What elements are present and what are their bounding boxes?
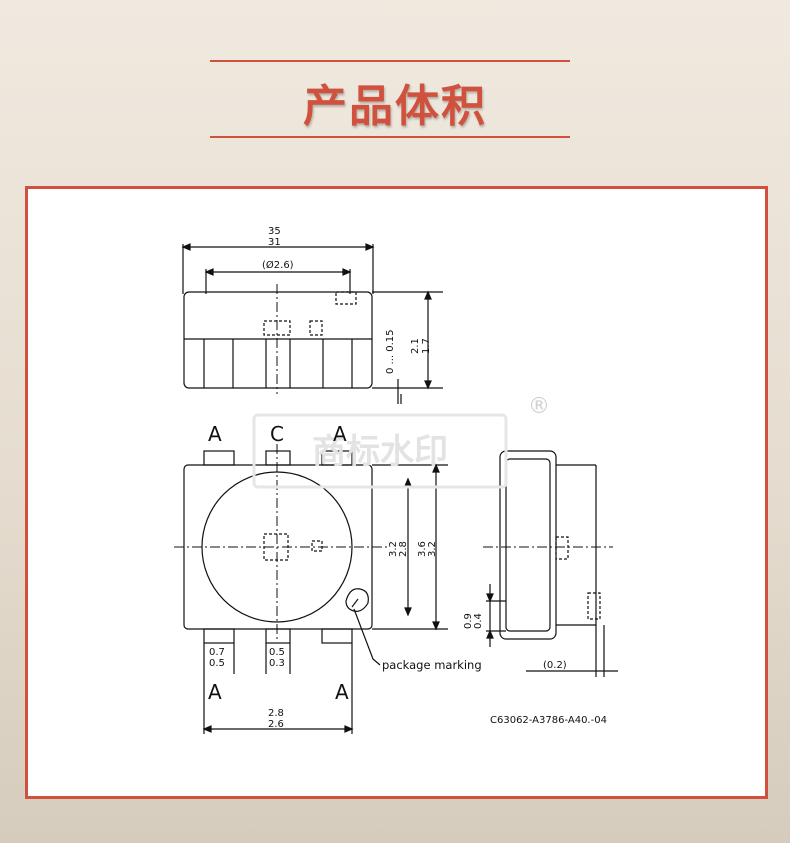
pin-label-bottom-left: A [208, 680, 222, 704]
dim-lens-diameter: (Ø2.6) [262, 259, 294, 271]
dim-inner-height-min: 2.8 [398, 541, 409, 557]
registered-mark: ® [528, 394, 550, 419]
dim-outer-height-max: 3.6 [417, 541, 428, 557]
dim-pitch-max: 2.8 [268, 708, 284, 719]
package-marking-label: package marking [382, 658, 482, 672]
title-rule-top [210, 60, 570, 62]
pin-label-bottom-right: A [335, 680, 349, 704]
front-view [174, 444, 448, 734]
dim-gap: 0 ... 0.15 [385, 329, 396, 374]
dim-width-max: 35 [268, 226, 281, 237]
dim-pad1-max: 0.7 [209, 647, 225, 658]
dim-outer-height-min: 3.2 [427, 541, 438, 557]
dim-width-min: 31 [268, 237, 281, 248]
side-view [483, 450, 618, 677]
pin-label-cathode: C [270, 422, 284, 446]
page-title: 产品体积 [303, 81, 487, 132]
brand-watermark: 商标水印 ® [252, 394, 550, 489]
pin-label-anode-left: A [208, 422, 222, 446]
top-view [181, 243, 443, 404]
dim-pad1-min: 0.5 [209, 658, 225, 669]
watermark-brand-text: 商标水印 [312, 432, 448, 472]
drawing-panel: 商标水印 ® 35 31 (Ø2.6) 0 ... 0.15 2.1 1.7 A… [25, 186, 768, 799]
pin-label-anode-right: A [333, 422, 347, 446]
dim-inner-height-max: 3.2 [388, 541, 399, 557]
dim-lead-min: 0.4 [473, 613, 484, 629]
dim-pad2-max: 0.5 [269, 647, 285, 658]
package-dimension-drawing: 商标水印 ® 35 31 (Ø2.6) 0 ... 0.15 2.1 1.7 A… [174, 226, 618, 734]
dim-height-min: 1.7 [421, 338, 432, 354]
dim-lead-ref: (0.2) [543, 660, 567, 671]
dim-height-max: 2.1 [410, 338, 421, 354]
drawing-number: C63062-A3786-A40.-04 [490, 715, 607, 726]
dim-pad2-min: 0.3 [269, 658, 285, 669]
dim-lead-max: 0.9 [463, 613, 474, 629]
title-rule-bottom [210, 136, 570, 138]
dim-pitch-min: 2.6 [268, 719, 284, 730]
